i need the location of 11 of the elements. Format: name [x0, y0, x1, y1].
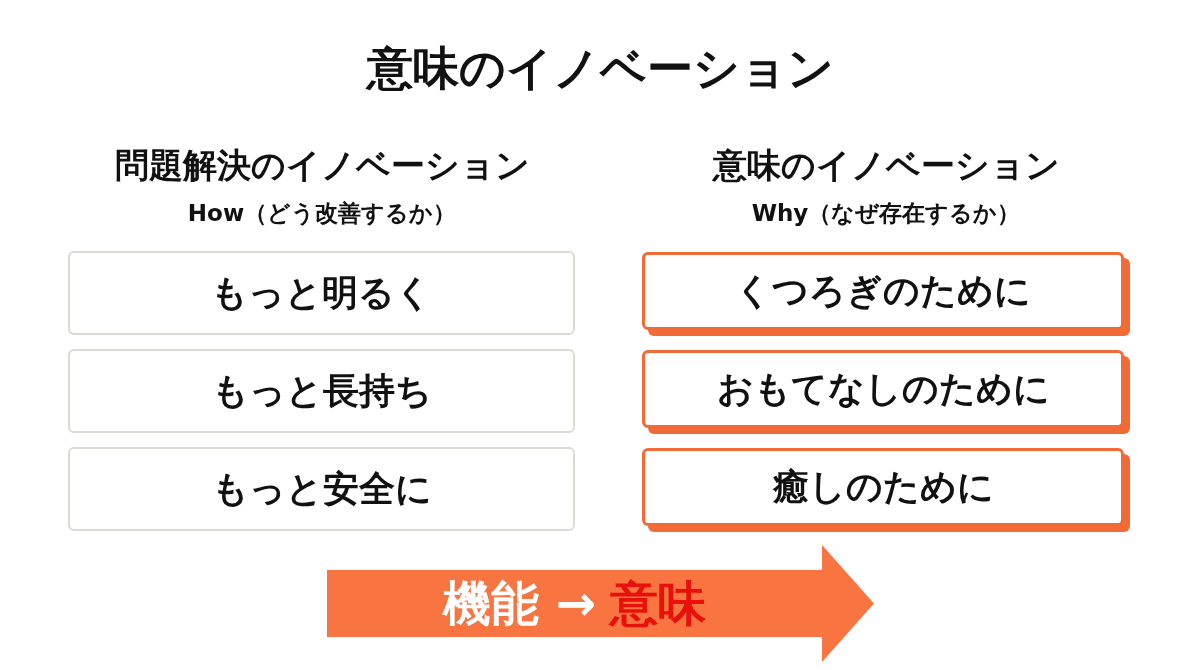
- column-subheading: How（どう改善するか）: [186, 199, 458, 228]
- column-heading: 意味のイノベーション: [711, 144, 1061, 187]
- option-box: もっと明るく: [68, 251, 575, 335]
- arrow-band: [327, 545, 874, 662]
- option-box: もっと安全に: [68, 447, 575, 531]
- highlighted-text: 意味: [609, 575, 706, 631]
- option-box: もっと長持ち: [68, 349, 575, 433]
- column-heading: 問題解決のイノベーション: [113, 144, 531, 187]
- title: 意味のイノベーション: [364, 40, 835, 97]
- arrow-text: 機能 →: [443, 575, 596, 631]
- column-subheading: Why（なぜ存在するか）: [750, 199, 1022, 228]
